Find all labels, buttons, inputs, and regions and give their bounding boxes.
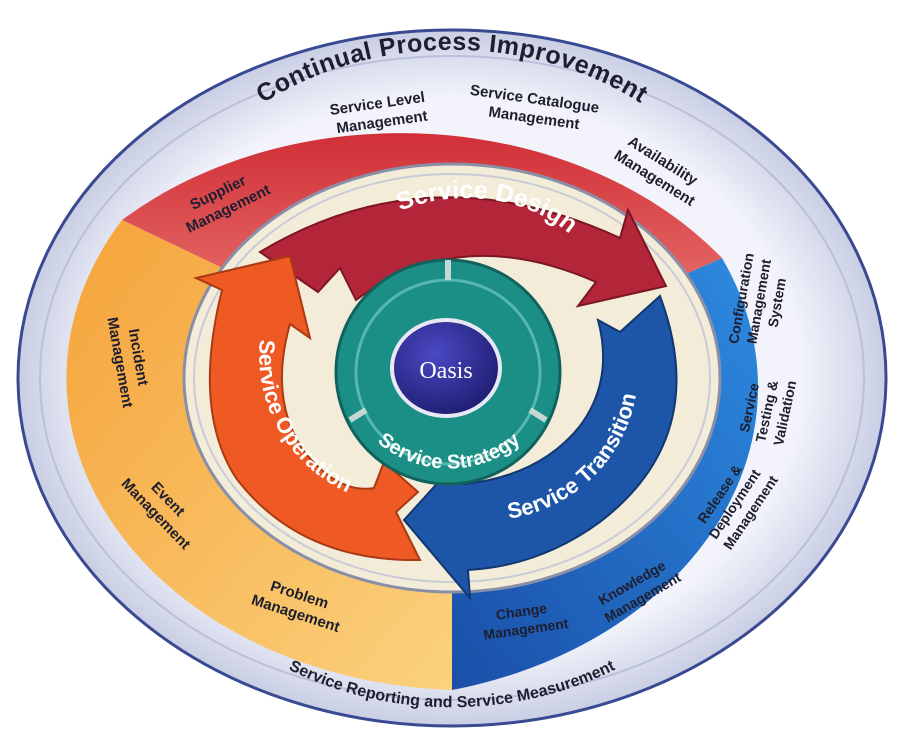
inner-area-line (193, 173, 711, 583)
service-operation-arrow (192, 254, 422, 562)
outer-ring-inner-line (39, 55, 865, 701)
center-circle (390, 318, 502, 418)
service-transition-arrow (402, 294, 678, 601)
center-label: Oasis (419, 358, 472, 384)
strategy-ring-tick (348, 407, 368, 423)
strategy-ring-tick (528, 407, 548, 423)
